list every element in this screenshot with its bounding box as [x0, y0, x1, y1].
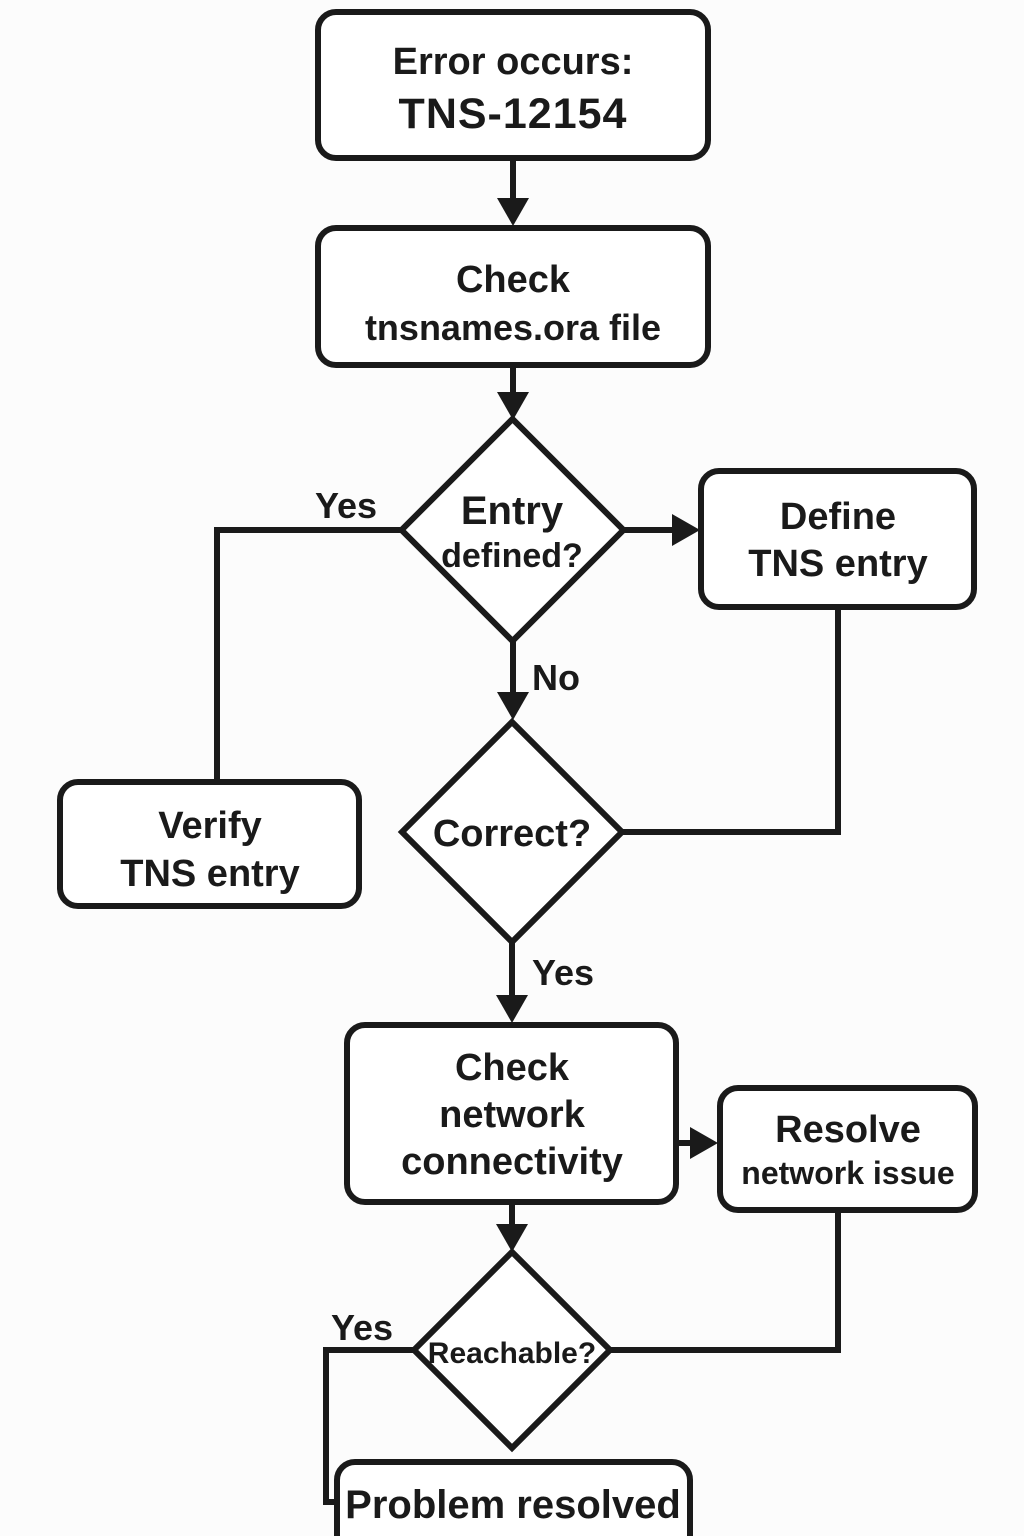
entry-defined-label-line2: defined?: [441, 537, 583, 575]
node-resolve-network-box: [717, 1085, 978, 1213]
check-tnsnames-label-line1: Check: [456, 259, 571, 301]
correct-label: Correct?: [433, 813, 591, 855]
resolve-network-label-line2: network issue: [741, 1155, 954, 1191]
arrowhead-check-to-entry: [497, 392, 529, 420]
edge-label-entry-yes: Yes: [315, 485, 377, 526]
node-verify-tns-box: [57, 779, 362, 909]
node-problem-resolved-box: [334, 1459, 693, 1536]
node-check-tnsnames-box: [315, 225, 711, 368]
check-tnsnames-label-line2: tnsnames.ora file: [365, 307, 661, 348]
edge-resolve-to-reachable: [610, 1210, 841, 1353]
entry-defined-label-line1: Entry: [461, 489, 564, 533]
node-define-tns-box: [698, 468, 977, 610]
node-reachable-diamond: [409, 1247, 615, 1453]
arrowhead-entry-to-correct: [497, 692, 529, 720]
arrowhead-network-to-resolve: [690, 1127, 718, 1159]
arrowhead-entry-to-define: [672, 514, 700, 546]
define-tns-label-line1: Define: [780, 496, 896, 538]
arrowhead-error-to-check: [497, 198, 529, 226]
define-tns-label-line2: TNS entry: [748, 543, 927, 585]
node-correct-diamond: [397, 717, 627, 947]
edge-label-entry-no: No: [532, 657, 580, 698]
node-entry-defined-diamond: [397, 414, 628, 646]
resolve-network-label-line1: Resolve: [775, 1109, 921, 1151]
check-network-label-line1: Check: [455, 1047, 570, 1089]
edge-define-to-correct: [622, 607, 841, 835]
verify-tns-label-line2: TNS entry: [120, 853, 299, 895]
problem-resolved-label: Problem resolved: [345, 1483, 681, 1527]
error-label-line1: Error occurs:: [393, 41, 634, 83]
edge-reachable-yes-to-resolved: [323, 1347, 414, 1505]
edge-entry-yes-to-verify: [214, 527, 401, 782]
edge-label-correct-yes: Yes: [532, 952, 594, 993]
arrowhead-correct-to-network: [496, 995, 528, 1023]
error-label-line2: TNS-12154: [399, 90, 628, 138]
node-error-box: [315, 9, 711, 161]
arrowhead-network-to-reachable: [496, 1224, 528, 1252]
reachable-label: Reachable?: [428, 1337, 596, 1370]
node-check-network-box: [344, 1022, 679, 1205]
verify-tns-label-line1: Verify: [158, 805, 262, 847]
check-network-label-line3: connectivity: [401, 1141, 623, 1183]
check-network-label-line2: network: [439, 1094, 586, 1136]
edge-label-reachable-yes: Yes: [331, 1307, 393, 1348]
